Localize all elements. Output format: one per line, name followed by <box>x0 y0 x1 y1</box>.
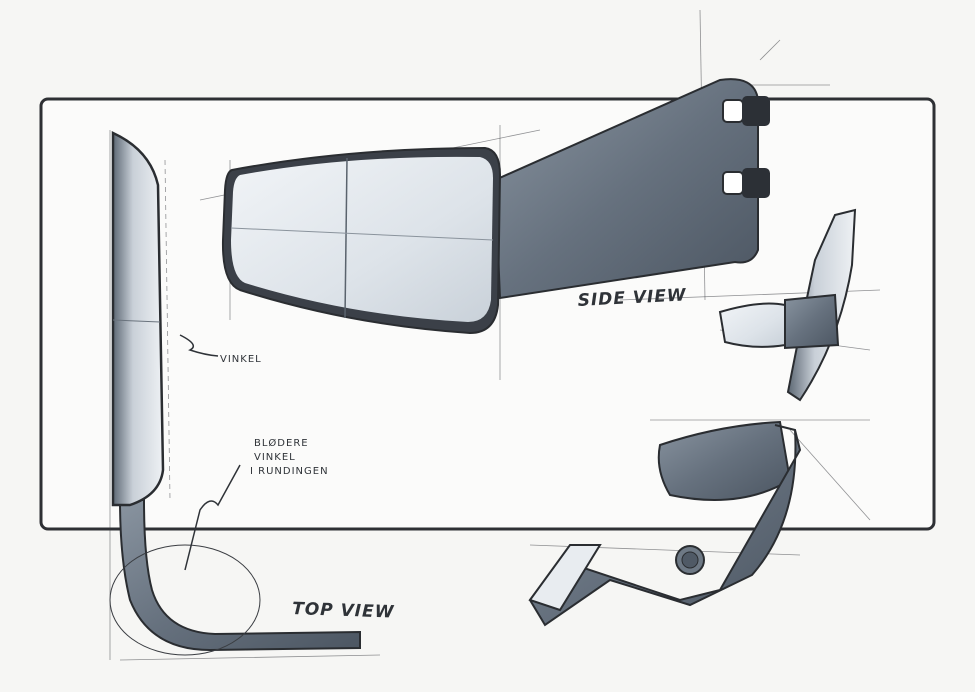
top-view-drawing <box>109 131 361 656</box>
note-arrow <box>184 464 241 571</box>
note-line-3: I RUNDINGEN <box>250 466 329 477</box>
note-line-2: VINKEL <box>254 452 296 463</box>
folded-view-drawing <box>528 420 802 627</box>
vinkel-label: VINKEL <box>220 354 262 365</box>
rear-view-drawing <box>718 208 857 402</box>
side-view-drawing <box>221 78 770 335</box>
vinkel-arrow <box>179 334 219 357</box>
note-line-1: BLØDERE <box>254 437 309 449</box>
bolt-upper <box>722 96 770 126</box>
bolt-lower <box>722 168 770 198</box>
top-view-label: TOP VIEW <box>292 599 395 623</box>
